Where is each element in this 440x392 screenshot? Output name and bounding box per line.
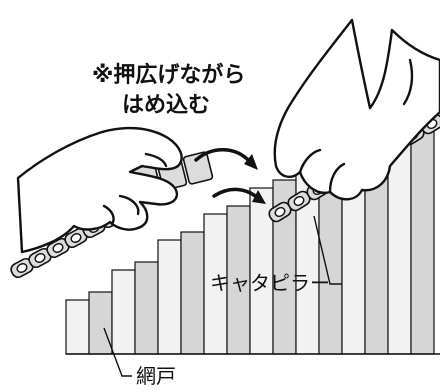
screen-pleat bbox=[157, 239, 182, 355]
instruction-line2: はめ込む bbox=[122, 93, 210, 118]
chain-held-block bbox=[182, 151, 214, 185]
chain-link bbox=[287, 190, 311, 212]
chain-link-hole bbox=[16, 263, 28, 273]
screen-pleat bbox=[134, 261, 159, 355]
chain-link-hole bbox=[52, 243, 64, 253]
screen-label: 網戸 bbox=[136, 364, 176, 388]
chain-link bbox=[10, 257, 34, 279]
chain-link-hole bbox=[34, 253, 46, 263]
instruction-line1: ※押広げながら bbox=[92, 62, 245, 88]
chain-link-hole bbox=[70, 233, 82, 243]
chain-link bbox=[268, 201, 292, 223]
screen-leader bbox=[103, 327, 132, 377]
arrow-upper bbox=[194, 148, 252, 164]
screen-pleat bbox=[88, 291, 113, 355]
screen-pleat bbox=[410, 117, 435, 355]
right-hand bbox=[273, 18, 440, 201]
screen-pleat bbox=[65, 299, 90, 355]
caterpillar-label: キャタピラー bbox=[210, 271, 330, 295]
chain-link bbox=[28, 247, 52, 269]
arrowheads bbox=[244, 154, 266, 204]
chain-link-hole bbox=[293, 195, 305, 207]
caterpillar-leader bbox=[313, 215, 342, 285]
left-hand bbox=[16, 126, 183, 254]
screen-pleat bbox=[111, 269, 136, 355]
chain-link-hole bbox=[274, 206, 286, 218]
screen-pleat bbox=[180, 231, 205, 355]
arrow-lower bbox=[212, 187, 260, 200]
insert-arrows bbox=[194, 148, 260, 200]
arrowhead-upper bbox=[244, 154, 258, 170]
arrowhead-lower bbox=[252, 190, 266, 204]
pleated-screen bbox=[65, 117, 440, 355]
